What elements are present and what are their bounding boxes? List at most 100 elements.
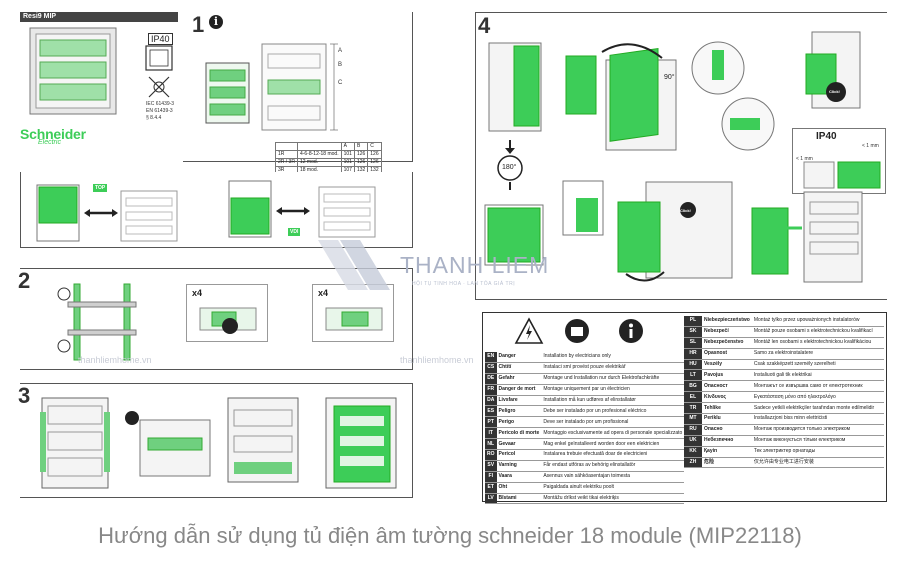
lang-code: FI — [485, 471, 497, 483]
warning-word: Pericolo di morte — [496, 427, 542, 440]
warning-word: Nebezpečenstvo — [702, 337, 752, 349]
warning-text: Montaż tylko przez upoważnionych instala… — [751, 316, 884, 327]
warning-text: Deve ser instalado por um profissional — [541, 416, 685, 429]
warning-word: Veszély — [702, 359, 752, 371]
dim-header-c: C — [367, 142, 382, 151]
warning-text: Тек электриктер орнатады — [751, 446, 884, 458]
watermark-site-right: thanhliemhome.vn — [400, 355, 474, 365]
warning-text: Csak szakképzett személy szerelheti — [751, 359, 884, 371]
lang-code: EN — [485, 352, 497, 363]
warning-word: Опасно — [702, 424, 752, 436]
lang-code: ET — [485, 482, 497, 494]
warning-text: Instaliuoti gali tik elektrikai — [751, 369, 884, 382]
arrow-both-icon — [84, 209, 118, 217]
lang-code: LV — [485, 493, 497, 505]
enclosure-drawing-small — [205, 62, 250, 124]
dim-cell: 2R / 3R — [275, 158, 298, 167]
enclosure-closed-drawing — [488, 42, 542, 132]
lang-code: EL — [684, 391, 702, 404]
clip-detail-a — [199, 307, 257, 334]
dim-header-a: A — [340, 142, 355, 151]
warning-word: Perigo — [496, 416, 542, 429]
door-install-drawing — [617, 181, 733, 282]
frame-drawing-right — [318, 186, 376, 238]
lang-code: SK — [684, 326, 702, 338]
dim-cell: 101 — [340, 150, 355, 159]
lang-code: SV — [485, 460, 497, 472]
warning-text: Sadece yetkili elektrikçiler tarafından … — [751, 402, 884, 415]
lang-code: TR — [684, 402, 702, 415]
step2-number: 2 — [18, 268, 31, 293]
hinge-detail-1 — [691, 41, 745, 95]
lang-code: DA — [485, 395, 497, 407]
clip-detail-b — [325, 307, 383, 331]
warning-word: Danger de mort — [496, 384, 542, 396]
watermark-site-left: thanhliemhome.vn — [78, 355, 152, 365]
lang-code: BG — [684, 380, 702, 393]
angle-180-label: 180° — [502, 164, 517, 171]
warning-word: Қауіп — [702, 446, 752, 458]
warning-word: Tehlike — [702, 402, 752, 415]
warning-word: Bīstami — [496, 493, 542, 505]
assembly-drawing-4 — [325, 397, 397, 489]
info-circle-icon — [619, 319, 643, 343]
warning-word: Varning — [496, 460, 542, 472]
lang-code: LT — [684, 369, 702, 382]
angle-90-label: 90° — [664, 74, 675, 81]
lang-code: MT — [684, 413, 702, 425]
warning-text: Montāžu drīkst veikt tikai elektriķis — [541, 493, 685, 505]
assembly-drawing-3 — [227, 397, 299, 483]
ip40-gap-drawing — [803, 161, 881, 189]
lang-code: UK — [684, 435, 702, 447]
dim-row: 1R 4-6-8-12-18 mod. 101 126 126 — [275, 150, 382, 159]
page-caption: Hướng dẫn sử dụng tủ điện âm tường schne… — [98, 523, 802, 548]
warning-text: Монтаж виконується тільки електриком — [751, 435, 884, 447]
assembly-drawing-1 — [40, 397, 110, 489]
warning-word: Peligro — [496, 405, 542, 418]
warning-text: Installation by electricians only — [541, 352, 685, 363]
brand-sub: Electric — [38, 139, 61, 146]
hinge-detail-2 — [721, 97, 775, 151]
warning-word: Опасност — [702, 380, 752, 393]
arrow-both-icon — [276, 207, 310, 215]
lang-code: PT — [485, 416, 497, 429]
vdi-badge: VDI — [288, 228, 301, 236]
warning-text: Montáž len osobami s elektrotechnickou k… — [751, 337, 884, 349]
dim-cell: 126 — [353, 150, 369, 159]
multiplier-b: x4 — [318, 288, 329, 298]
dimension-table: A B C 1R 4-6-8-12-18 mod. 101 126 126 2R… — [275, 142, 382, 175]
dim-cell: 101 — [340, 158, 355, 167]
warning-word: Gefahr — [496, 373, 542, 385]
door-removal-drawing — [565, 43, 677, 151]
warning-word: Periklu — [702, 413, 752, 425]
ip-rating: IP40 — [148, 33, 173, 45]
standard-3: § 8.4.4 — [146, 115, 162, 121]
warning-text: Montáž pouze osobami s elektrotechnickou… — [751, 326, 884, 338]
lang-code: NL — [485, 438, 497, 451]
dim-cell: 1R — [275, 150, 298, 159]
warning-word: Danger — [496, 352, 542, 363]
warning-text: Mag enkel geïnstalleerd worden door een … — [541, 438, 685, 451]
rail-frame-drawing — [57, 283, 137, 361]
enclosure-drawing-dims — [261, 43, 338, 131]
standard-2: EN 61439-3 — [146, 108, 173, 114]
warning-word: Nebezpečí — [702, 326, 752, 338]
enclosure-rotated-drawing — [484, 204, 544, 266]
warning-text: Montaggio esclusivamente ad opera di per… — [541, 427, 685, 440]
dim-row: 2R / 3R 12 mod. 101 126 126 — [275, 158, 382, 167]
warning-text: Installazzjoni biss minn elettriċisti — [751, 413, 884, 425]
